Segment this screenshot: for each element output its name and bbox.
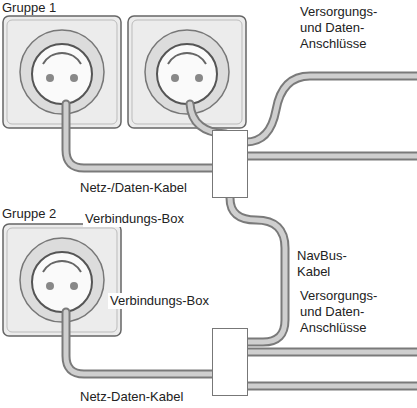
junction-box: Verbindungs-Box [212,328,248,396]
cable-stroke [230,198,285,342]
label: Netz-/Daten-Kabel [80,180,220,196]
cable-stroke [230,198,285,342]
navbus-cable [230,198,285,342]
label: Versorgungs- und Daten-Anschlüsse [300,4,395,52]
box-label: Verbindungs-Box [108,293,211,309]
label: Netz-Daten-Kabel [80,389,220,405]
box-label: Verbindungs-Box [83,211,186,227]
edge-label: NavBus-Kabel [297,248,359,280]
junction-box: Verbindungs-Box [212,130,248,198]
label: Gruppe 1 [2,0,122,16]
label: Versorgungs- und Daten-Anschlüsse [300,288,395,336]
